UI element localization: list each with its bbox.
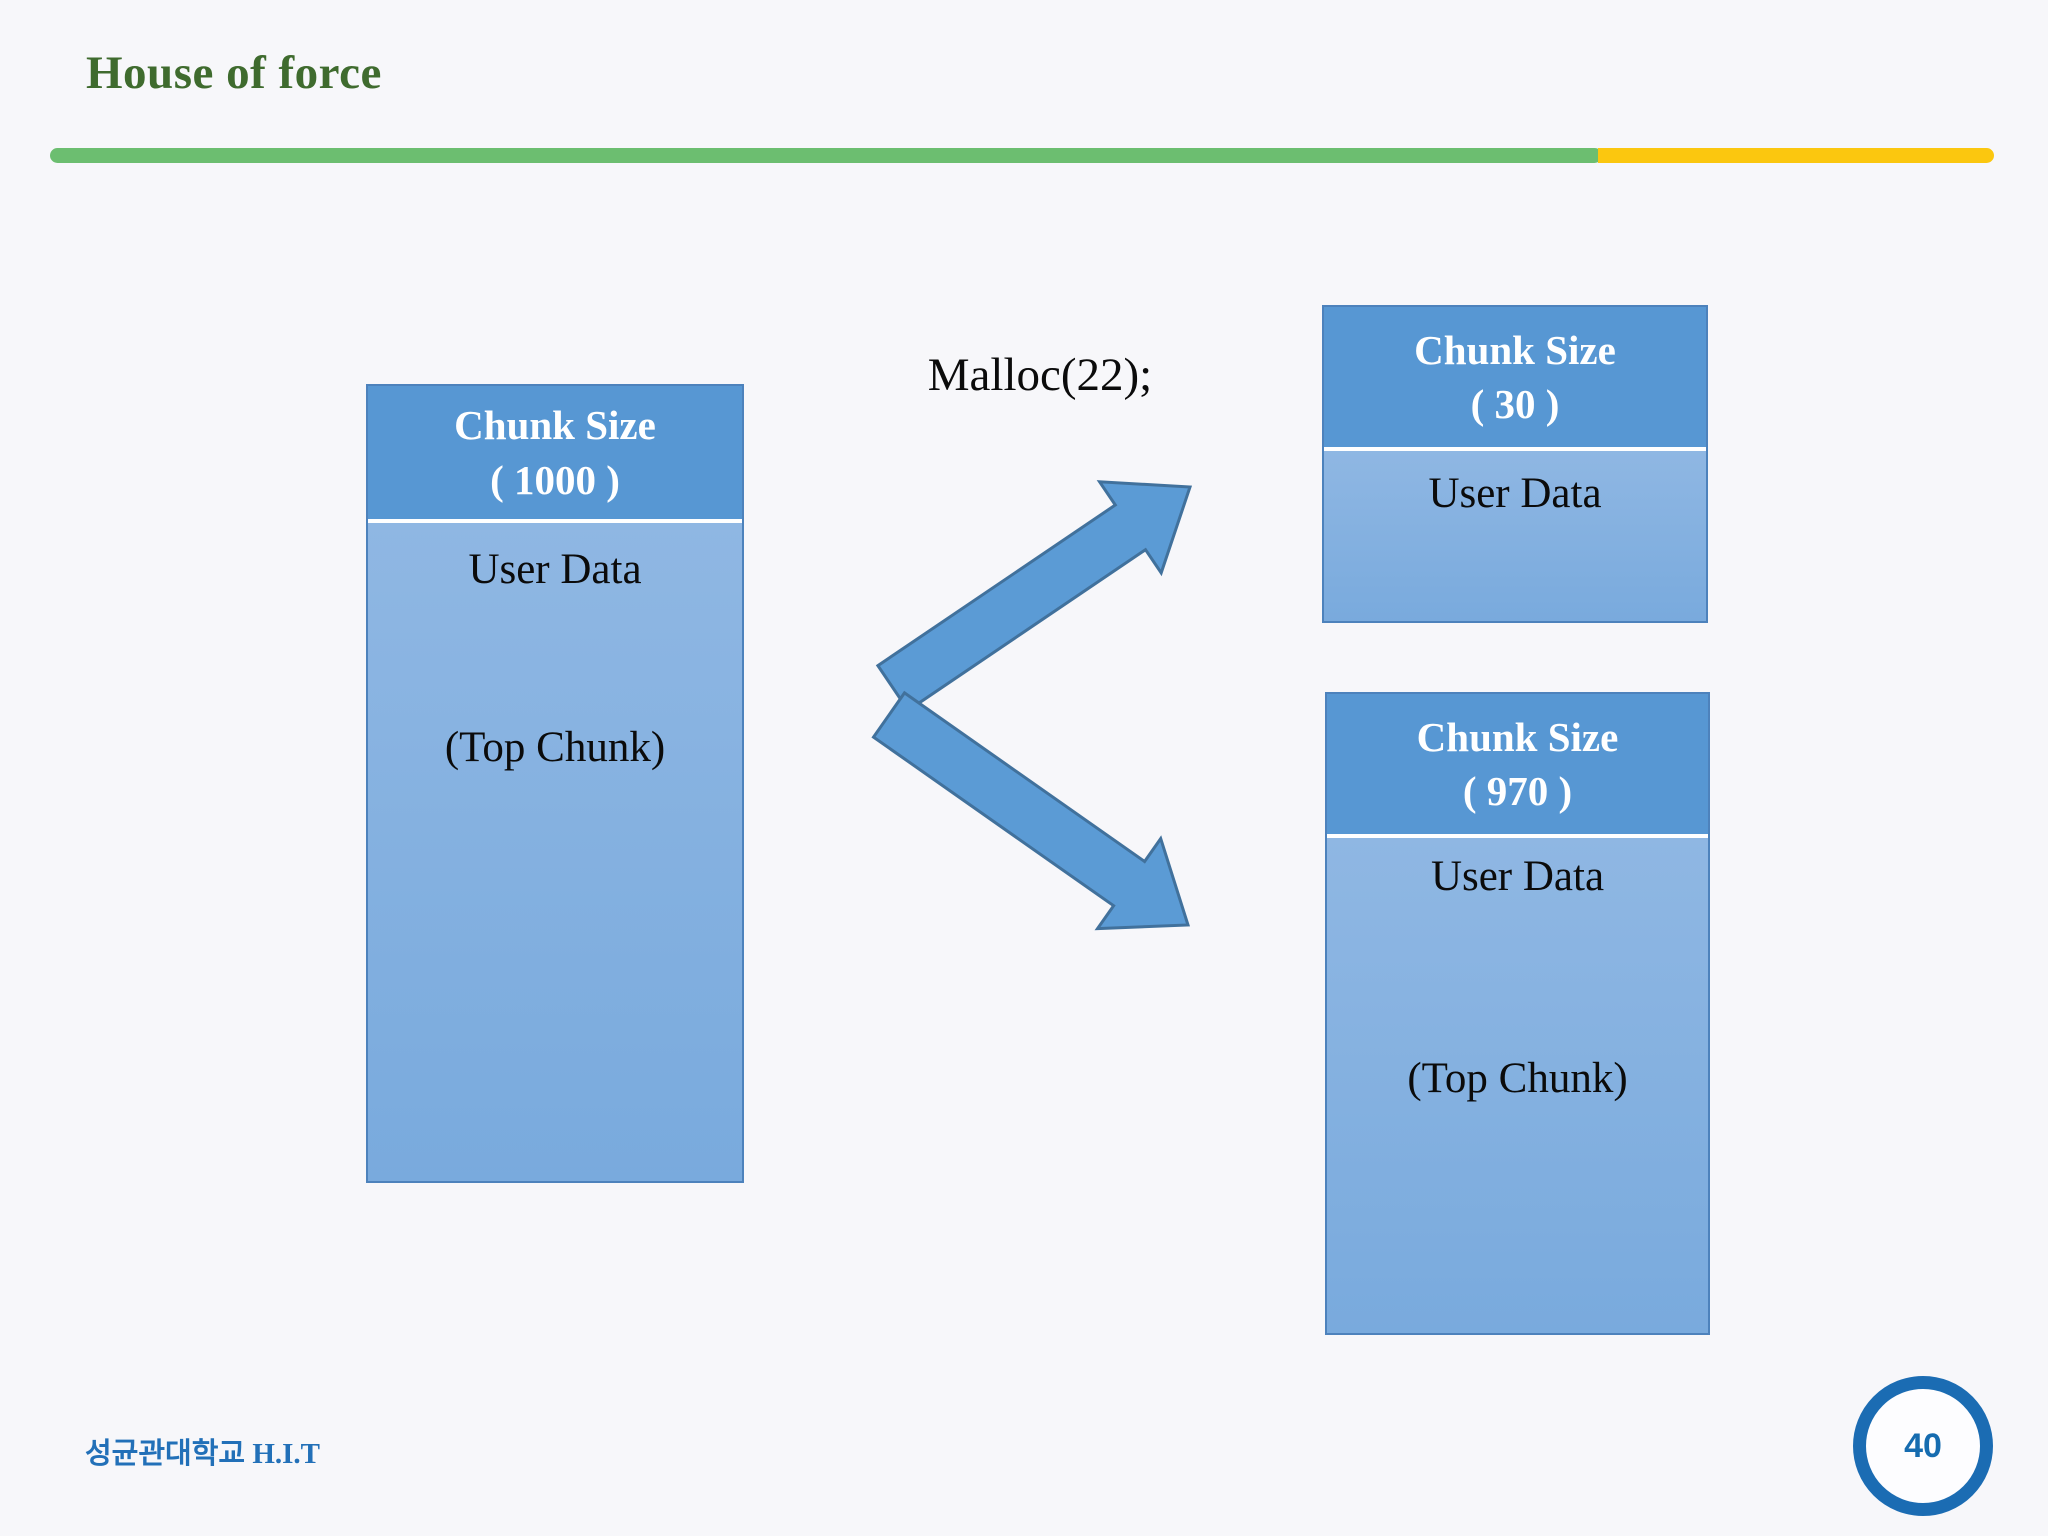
chunk-size-value: ( 1000 ) [490,456,620,503]
chunk-size-label: Chunk Size [1414,326,1616,373]
slide-title: House of force [86,47,382,99]
chunk-body-left: User Data (Top Chunk) [368,523,742,1181]
chunk-box-top-right: Chunk Size ( 30 ) User Data [1322,305,1708,623]
chunk-body-bottom-right: User Data (Top Chunk) [1327,838,1708,1333]
chunk-header-left: Chunk Size ( 1000 ) [368,386,742,523]
chunk-header-bottom-right: Chunk Size ( 970 ) [1327,694,1708,838]
chunk-size-label: Chunk Size [1416,713,1619,760]
title-divider-green-segment [50,148,1602,163]
title-divider-yellow-segment [1598,148,1994,163]
chunk-size-value: ( 970 ) [1462,768,1573,814]
malloc-call-label: Malloc(22); [927,349,1153,401]
top-chunk-label: (Top Chunk) [444,724,666,771]
chunk-size-value: ( 30 ) [1470,381,1560,427]
arrow-up-right-icon [875,480,1193,713]
page-number-badge: 40 [1853,1376,1993,1516]
user-data-label: User Data [1430,853,1605,900]
chunk-box-left: Chunk Size ( 1000 ) User Data (Top Chunk… [366,384,744,1183]
page-number: 40 [1904,1426,1942,1465]
chunk-body-top-right: User Data [1324,451,1706,621]
chunk-size-label: Chunk Size [454,402,656,449]
chunk-header-top-right: Chunk Size ( 30 ) [1324,307,1706,451]
footer-institution-label: 성균관대학교 H.I.T [85,1438,321,1470]
top-chunk-label: (Top Chunk) [1407,1055,1628,1102]
chunk-box-bottom-right: Chunk Size ( 970 ) User Data (Top Chunk) [1325,692,1710,1335]
user-data-label: User Data [1428,470,1602,517]
arrow-down-right-icon [871,690,1191,931]
user-data-label: User Data [468,546,642,593]
